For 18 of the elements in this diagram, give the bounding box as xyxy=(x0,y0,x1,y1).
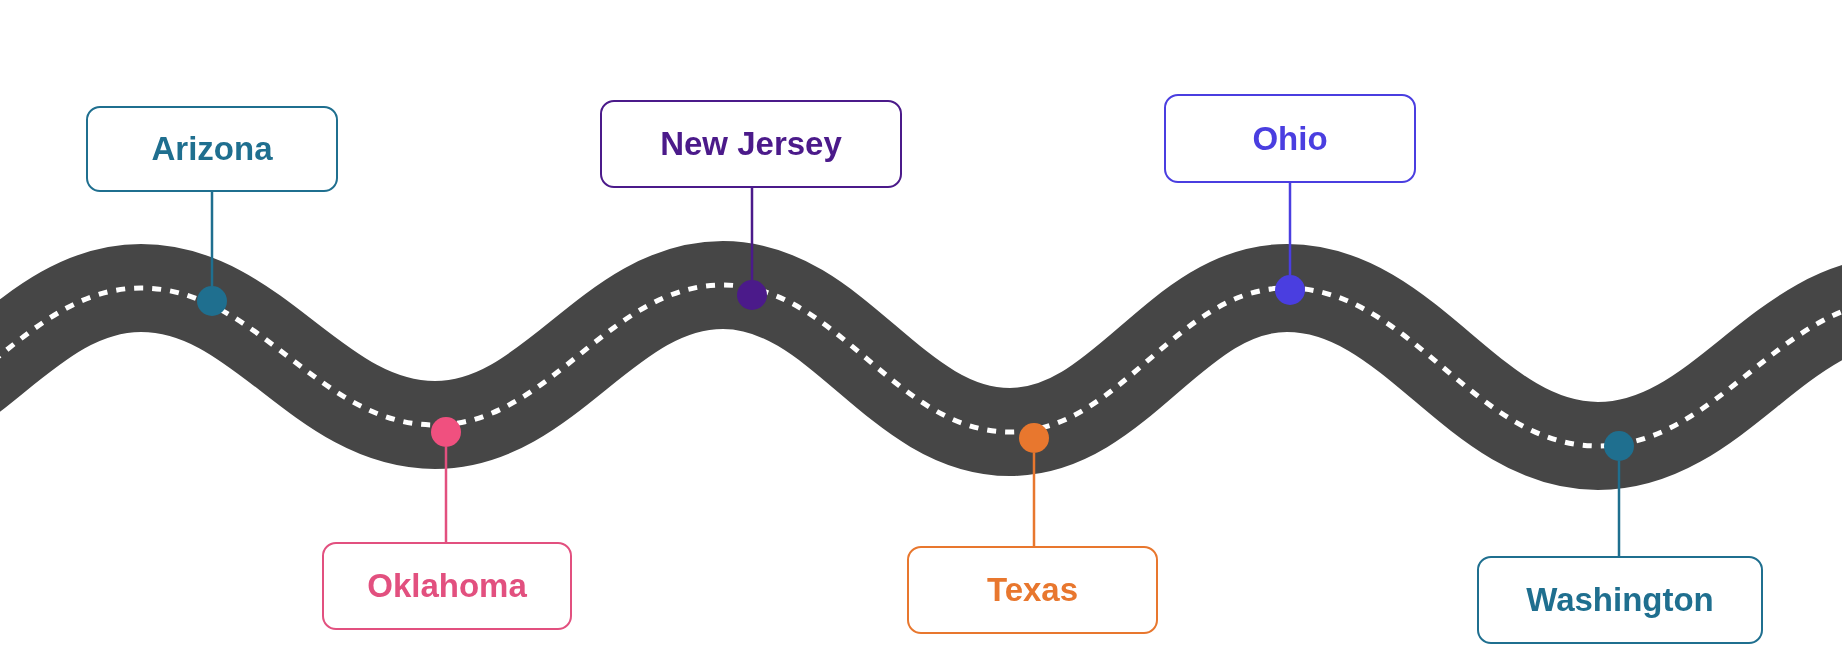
state-name: Arizona xyxy=(151,130,273,168)
leader-line xyxy=(1617,461,1621,556)
label-box xyxy=(1164,94,1416,183)
leader-line xyxy=(444,447,448,542)
state-name: Oklahoma xyxy=(367,567,527,605)
label-box xyxy=(322,542,572,630)
state-name: Washington xyxy=(1526,581,1714,619)
label-box xyxy=(600,100,902,188)
leader-line xyxy=(750,188,754,280)
state-name: Texas xyxy=(986,571,1079,609)
label-box xyxy=(1477,556,1763,644)
label-box xyxy=(907,546,1158,634)
label-box xyxy=(86,106,338,192)
state-name: Ohio xyxy=(1252,119,1328,158)
state-name: New Jersey xyxy=(660,125,842,163)
leader-line xyxy=(210,192,214,286)
leader-line xyxy=(1288,183,1292,275)
leader-line xyxy=(1032,453,1036,546)
